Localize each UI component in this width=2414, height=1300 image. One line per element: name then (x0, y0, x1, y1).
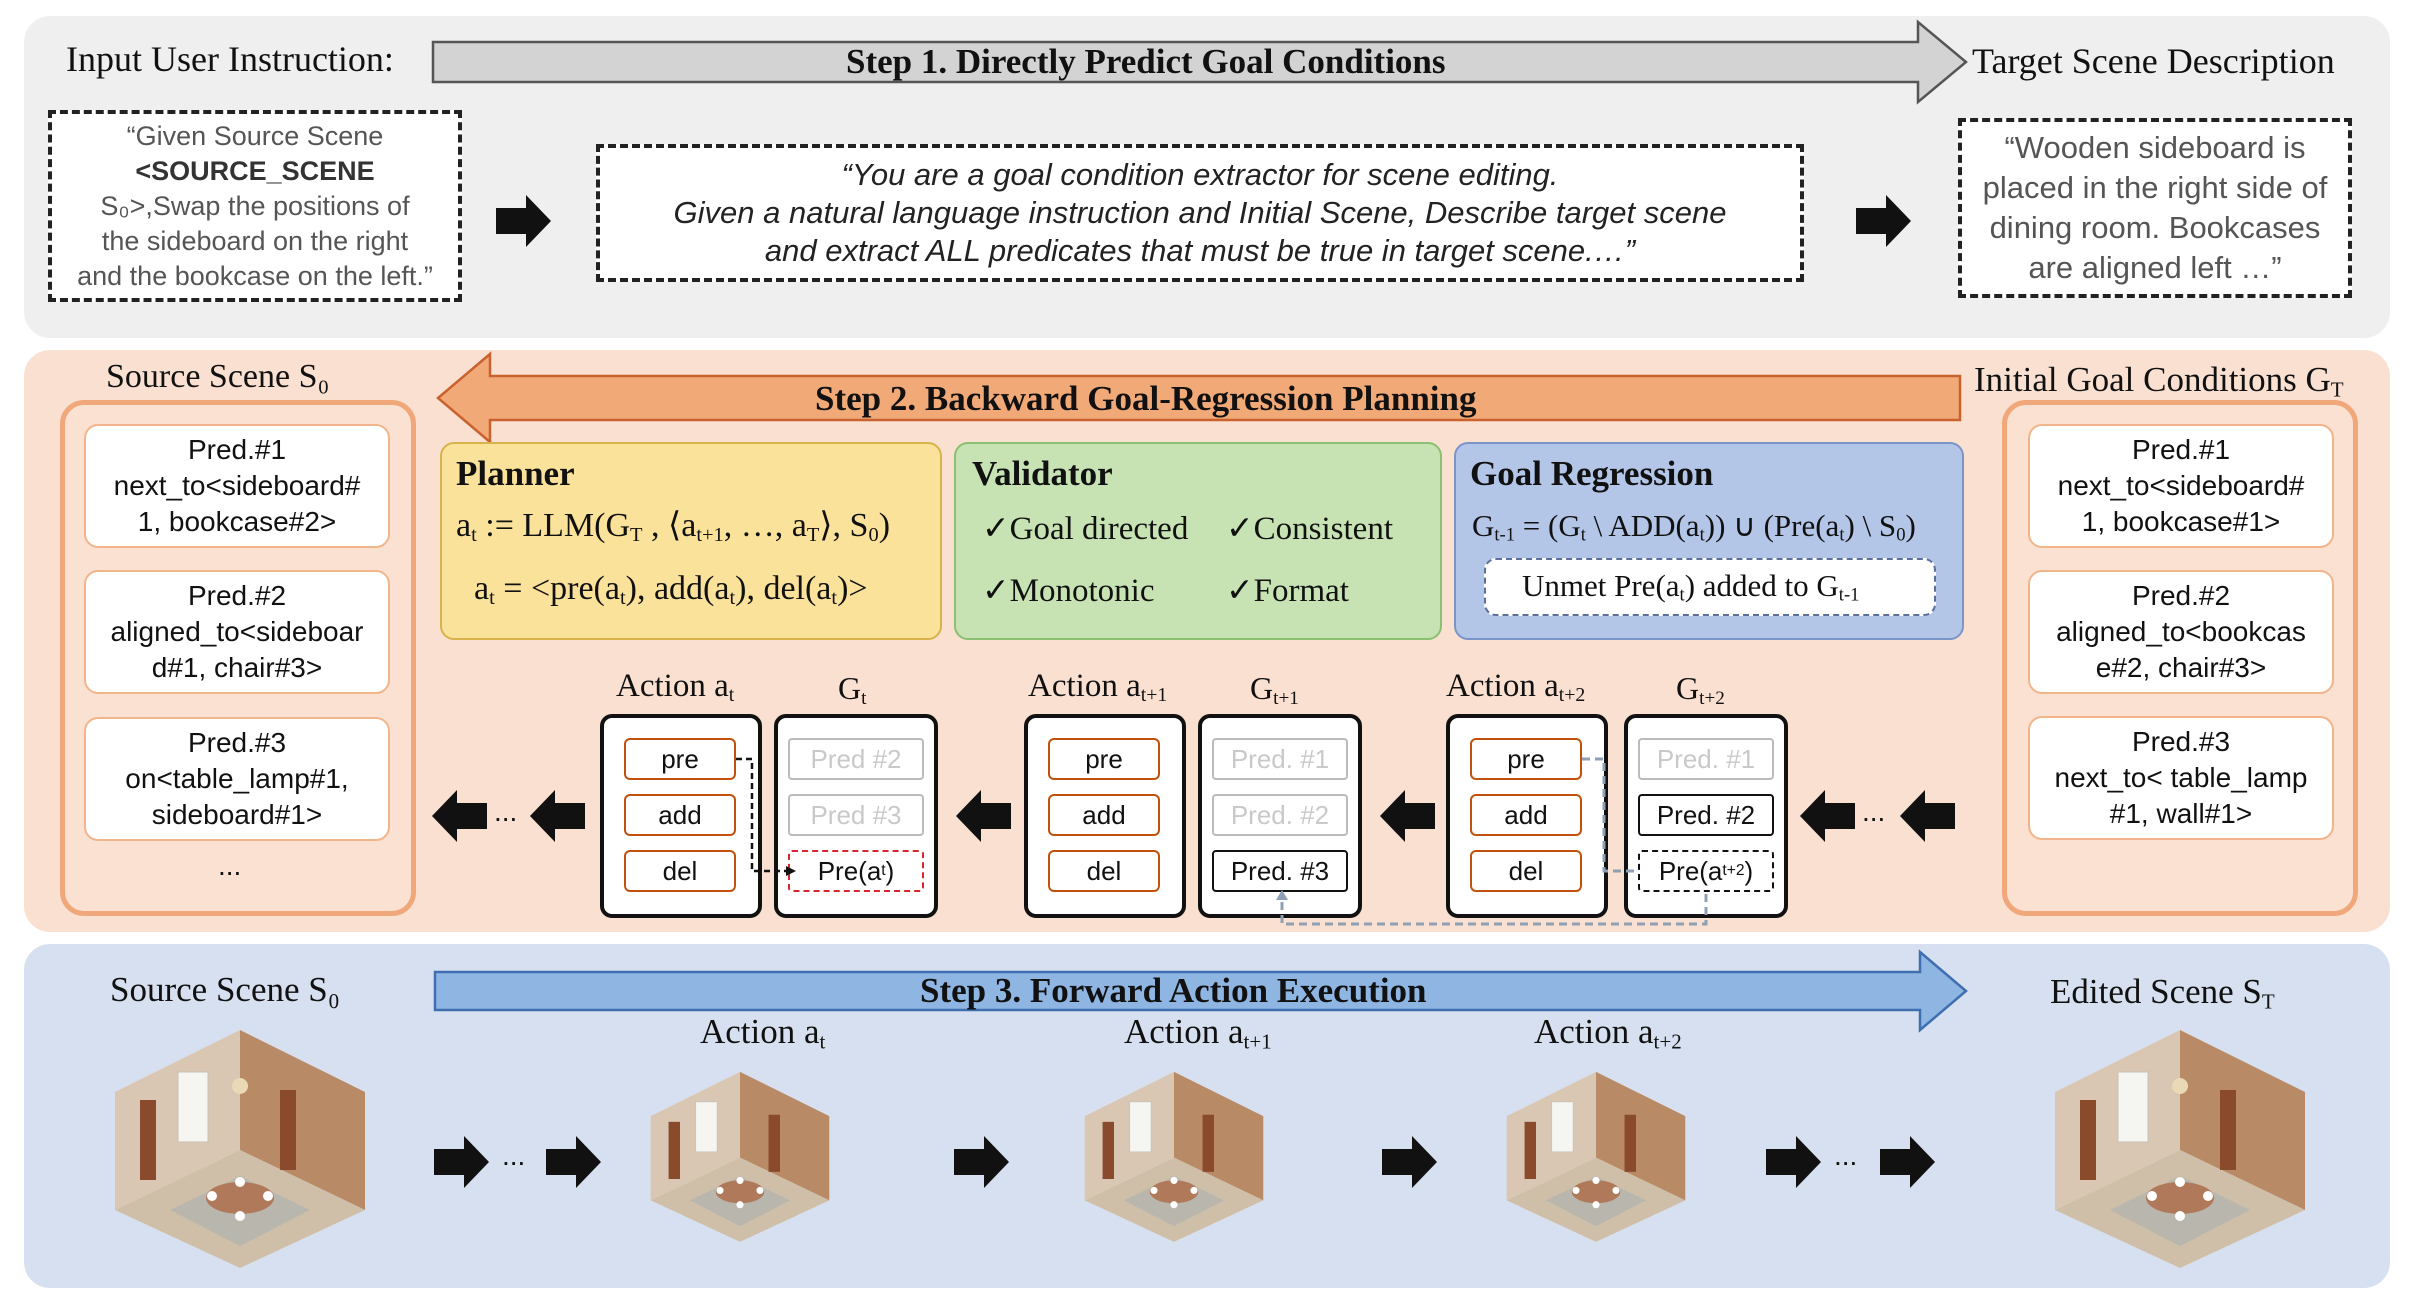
del-slot: del (1048, 850, 1160, 892)
target-scene-label: Target Scene Description (1972, 41, 2335, 81)
right-arrow-icon (954, 1136, 1009, 1188)
room-scene-image (1506, 1071, 1686, 1242)
right-arrow-icon (434, 1136, 489, 1188)
right-arrow-icon (1856, 195, 1911, 247)
instruction-line: “Given Source Scene (126, 120, 384, 151)
step3-arrow (433, 949, 1968, 1033)
instruction-line: S₀>,Swap the positions of (100, 190, 410, 221)
validator-box (954, 442, 1442, 640)
goal-predicate: Pred. #3 (1212, 850, 1348, 892)
ellipsis: ... (1862, 796, 1886, 827)
pre-slot: pre (1048, 738, 1160, 780)
prompt-line: Given a natural language instruction and… (673, 195, 1727, 230)
g-label: Gt+1 (1250, 670, 1299, 709)
step2-arrow (436, 351, 1962, 445)
validator-check: ✓Monotonic (982, 573, 1155, 609)
right-arrow-icon (496, 195, 551, 247)
instruction-line: <SOURCE_SCENE (135, 155, 375, 186)
initial-goal-label: Initial Goal Conditions GT (1974, 360, 2344, 402)
prompt-line: and extract ALL predicates that must be … (764, 233, 1636, 268)
action-label: Action at+1 (1124, 1012, 1272, 1054)
left-arrow-icon (956, 790, 1011, 842)
left-arrow-icon (1380, 790, 1435, 842)
goal-predicate: Pred. #1 (1212, 738, 1348, 780)
target-description-box: “Wooden sideboard is placed in the right… (1958, 118, 2352, 298)
add-slot: add (1048, 794, 1160, 836)
planner-box (440, 442, 942, 640)
action-label: Action at (700, 1012, 826, 1054)
planner-title: Planner (456, 454, 575, 493)
planner-equation-1: at := LLM(GT , ⟨at+1, …, aT⟩, S0) (456, 507, 891, 547)
add-slot: add (1470, 794, 1582, 836)
prompt-box: “You are a goal condition extractor for … (596, 144, 1804, 282)
source-scene-label: Source Scene S₀ (106, 358, 330, 395)
action-label: Action at+1 (1028, 668, 1168, 706)
target-line: dining room. Bookcases (1989, 210, 2321, 245)
right-arrow-icon (1382, 1136, 1437, 1188)
left-arrow-icon (432, 790, 487, 842)
room-scene-image (650, 1071, 830, 1242)
instruction-line: the sideboard on the right (101, 225, 409, 256)
validator-title: Validator (972, 454, 1113, 493)
input-instruction-label: Input User Instruction: (66, 39, 394, 79)
goal-regression-equation: Gt-1 = (Gt \ ADD(at)) ∪ (Pre(at) \ S0) (1472, 508, 1916, 546)
target-line: are aligned left …” (2028, 250, 2282, 285)
validator-check: ✓Consistent (1226, 511, 1393, 547)
left-ellipsis: ... (218, 850, 242, 881)
prompt-line: “You are a goal condition extractor for … (841, 157, 1559, 192)
room-scene-image (2055, 1030, 2305, 1268)
action-label: Action at (616, 668, 735, 706)
goal-predicate: Pred. #1 (1638, 738, 1774, 780)
goal-predicate: Pred. #2 (1638, 794, 1774, 836)
validator-check: ✓Format (1226, 573, 1349, 609)
left-arrow-icon (1900, 790, 1955, 842)
room-scene-image (115, 1030, 365, 1268)
instruction-line: and the bookcase on the left.” (77, 260, 433, 291)
edited-scene-label: Edited Scene ST (2050, 972, 2275, 1014)
step2-title: Step 2. Backward Goal-Regression Plannin… (815, 379, 1477, 418)
del-slot: del (624, 850, 736, 892)
instruction-box: “Given Source Scene <SOURCE_SCENE S₀>,Sw… (48, 110, 462, 302)
goal-regression-title: Goal Regression (1470, 454, 1714, 493)
g-label: Gt+2 (1676, 670, 1725, 709)
validator-check: ✓Goal directed (982, 511, 1189, 547)
pre-slot: pre (624, 738, 736, 780)
goal-regression-note: Unmet Pre(at) added to Gt-1 (1522, 568, 1860, 606)
right-arrow-icon (546, 1136, 601, 1188)
ellipsis: ... (1834, 1140, 1858, 1171)
step1-title: Step 1. Directly Predict Goal Conditions (846, 42, 1446, 81)
goal-predicate: Pred. #2 (1212, 794, 1348, 836)
step1-arrow (431, 19, 1968, 105)
source-scene-label: Source Scene S₀ (110, 970, 340, 1009)
goal-predicate: Pred #3 (788, 794, 924, 836)
g-label: Gt (838, 670, 867, 709)
target-line: “Wooden sideboard is (2004, 130, 2306, 165)
ellipsis: ... (494, 796, 518, 827)
del-slot: del (1470, 850, 1582, 892)
room-scene-image (1084, 1071, 1264, 1242)
left-arrow-icon (530, 790, 585, 842)
pre-slot: pre (1470, 738, 1582, 780)
add-slot: add (624, 794, 736, 836)
target-line: placed in the right side of (1982, 170, 2328, 205)
right-arrow-icon (1880, 1136, 1935, 1188)
ellipsis: ... (502, 1140, 526, 1171)
left-arrow-icon (1800, 790, 1855, 842)
goal-predicate: Pred #2 (788, 738, 924, 780)
right-arrow-icon (1766, 1136, 1821, 1188)
step3-title: Step 3. Forward Action Execution (920, 971, 1427, 1010)
planner-equation-2: at = <pre(at), add(at), del(at)> (474, 570, 868, 610)
action-label: Action at+2 (1534, 1012, 1682, 1054)
action-label: Action at+2 (1446, 668, 1586, 706)
goal-regression-note-box (1484, 558, 1936, 616)
